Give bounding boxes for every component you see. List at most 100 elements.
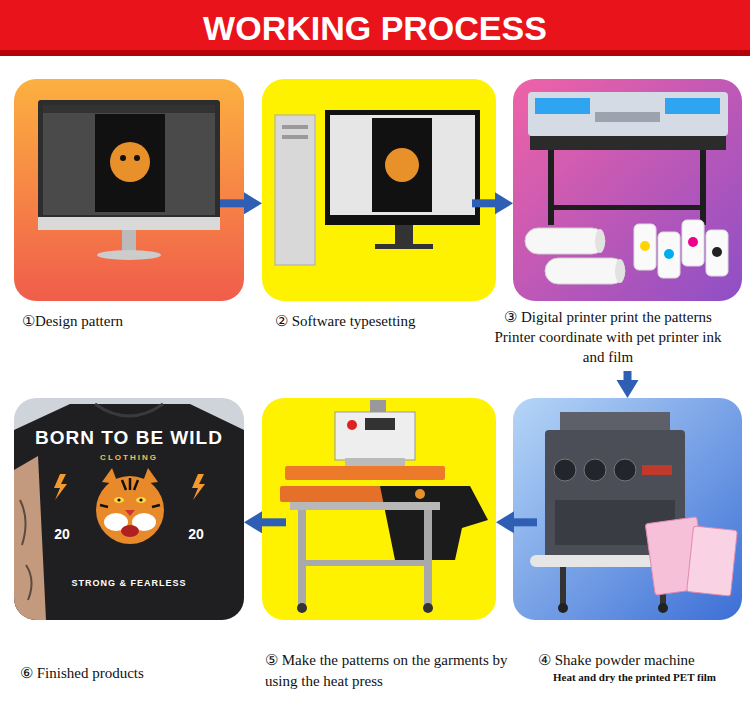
heat-press-panel-part bbox=[380, 486, 488, 560]
heat-press-panel-part bbox=[347, 420, 357, 430]
arrow-head bbox=[244, 511, 262, 533]
shaker-panel-part bbox=[530, 555, 660, 567]
process-step: ④ Shake powder machineHeat and dry the p… bbox=[513, 398, 742, 687]
step-caption-group: ③ Digital printer print the patterns Pri… bbox=[483, 307, 733, 367]
finished-shirt-panel-part bbox=[114, 497, 124, 503]
arrow-head bbox=[617, 380, 639, 398]
shirt-print-sub: CLOTHING bbox=[100, 453, 158, 463]
finished-shirt-panel-part bbox=[125, 510, 135, 516]
shaker-panel bbox=[513, 398, 742, 620]
software-panel-part bbox=[372, 118, 432, 212]
printer-panel-part bbox=[548, 150, 554, 225]
heat-press-panel-part bbox=[285, 466, 445, 480]
step-caption: ⑥ Finished products bbox=[20, 663, 240, 683]
software-panel-part bbox=[262, 79, 496, 301]
printer-panel-part bbox=[712, 247, 722, 257]
step-caption-group: ⑥ Finished products bbox=[20, 663, 240, 683]
printer-panel-part bbox=[688, 237, 698, 247]
flow-arrow bbox=[472, 192, 513, 214]
finished-shirt-panel-part bbox=[100, 478, 160, 507]
shirt-print-title: BORN TO BE WILD bbox=[35, 426, 223, 449]
heat-press-panel-part bbox=[345, 458, 405, 466]
software-panel bbox=[262, 79, 496, 301]
finished-shirt-panel-part bbox=[14, 398, 244, 620]
software-panel-part bbox=[282, 125, 308, 129]
printer-panel-part bbox=[665, 98, 720, 114]
shaker-panel-part bbox=[554, 459, 576, 481]
arrow-head bbox=[244, 192, 262, 214]
finished-shirt-panel-part bbox=[95, 404, 163, 416]
printer-panel-part bbox=[658, 232, 680, 278]
design-panel-part bbox=[38, 217, 220, 230]
design-panel-part bbox=[120, 155, 126, 161]
printer-panel-part bbox=[664, 249, 674, 259]
software-panel-part bbox=[385, 148, 419, 182]
heat-press-panel-part bbox=[298, 560, 432, 566]
step-caption: ⑤ Make the patterns on the garments by u… bbox=[265, 650, 517, 692]
heat-press-panel-part bbox=[298, 510, 306, 605]
title: WORKING PROCESS bbox=[0, 6, 750, 50]
software-panel-part bbox=[395, 225, 413, 245]
shaker-panel-part bbox=[558, 603, 568, 613]
design-panel-part bbox=[14, 79, 244, 301]
step-caption: ①Design pattern bbox=[22, 311, 242, 331]
step-caption-group: ⑤ Make the patterns on the garments by u… bbox=[265, 650, 517, 692]
heat-press-panel-part bbox=[424, 510, 432, 605]
design-panel-part bbox=[110, 142, 150, 182]
arrow-head bbox=[495, 192, 513, 214]
software-panel-part bbox=[330, 115, 475, 215]
shaker-panel-part bbox=[584, 459, 606, 481]
design-panel-part bbox=[97, 250, 161, 260]
printer-panel-part bbox=[530, 136, 726, 150]
step-caption-group: ①Design pattern bbox=[22, 311, 242, 331]
shirt-print-year: 20 bbox=[188, 526, 204, 543]
software-panel-part bbox=[375, 244, 433, 249]
finished-shirt-panel bbox=[14, 398, 244, 620]
shaker-panel-part bbox=[642, 465, 672, 475]
arrow-head bbox=[496, 511, 514, 533]
arrow-shaft bbox=[220, 199, 248, 207]
design-panel-part bbox=[38, 100, 220, 230]
arrow-shaft bbox=[258, 518, 286, 526]
process-step: ③ Digital printer print the patterns Pri… bbox=[513, 79, 742, 369]
printer-panel-part bbox=[545, 258, 625, 284]
design-panel-part bbox=[134, 155, 140, 161]
shaker-panel-part bbox=[614, 459, 636, 481]
title-banner bbox=[0, 0, 750, 56]
printer-panel bbox=[513, 79, 742, 301]
finished-shirt-panel-part bbox=[139, 498, 142, 501]
printer-panel-part bbox=[525, 228, 605, 254]
finished-shirt-panel-part bbox=[14, 456, 46, 620]
heat-press-panel-part bbox=[423, 603, 433, 613]
shaker-panel-part bbox=[658, 603, 668, 613]
title-banner-part bbox=[0, 50, 750, 56]
step-caption-group: ② Software typesetting bbox=[275, 311, 496, 331]
printer-panel-part bbox=[513, 79, 742, 301]
design-panel-part bbox=[43, 105, 215, 215]
process-step: ①Design pattern bbox=[14, 79, 244, 333]
step-caption-group: ④ Shake powder machineHeat and dry the p… bbox=[538, 650, 742, 685]
process-step: ⑤ Make the patterns on the garments by u… bbox=[262, 398, 496, 694]
printer-panel-part bbox=[548, 205, 706, 210]
printer-panel-part bbox=[615, 259, 625, 283]
process-step: ② Software typesetting bbox=[262, 79, 496, 333]
step-caption: ② Software typesetting bbox=[275, 311, 496, 331]
printer-panel-part bbox=[528, 92, 728, 136]
design-panel-part bbox=[122, 230, 136, 252]
design-panel bbox=[14, 79, 244, 301]
printer-panel-part bbox=[595, 229, 605, 253]
step-caption: ④ Shake powder machine bbox=[538, 650, 742, 670]
shirt-print-year: 20 bbox=[54, 526, 70, 543]
printer-panel-part bbox=[634, 224, 656, 270]
shaker-panel-part bbox=[687, 526, 738, 596]
printer-panel-part bbox=[706, 230, 728, 276]
shirt-print-motto: STRONG & FEARLESS bbox=[71, 578, 186, 589]
flow-arrow bbox=[244, 511, 286, 533]
flow-arrow bbox=[496, 511, 537, 533]
heat-press-panel-part bbox=[335, 412, 415, 460]
flow-arrow bbox=[220, 192, 262, 214]
finished-shirt-panel-part bbox=[96, 476, 164, 544]
printer-panel-part bbox=[595, 112, 660, 122]
